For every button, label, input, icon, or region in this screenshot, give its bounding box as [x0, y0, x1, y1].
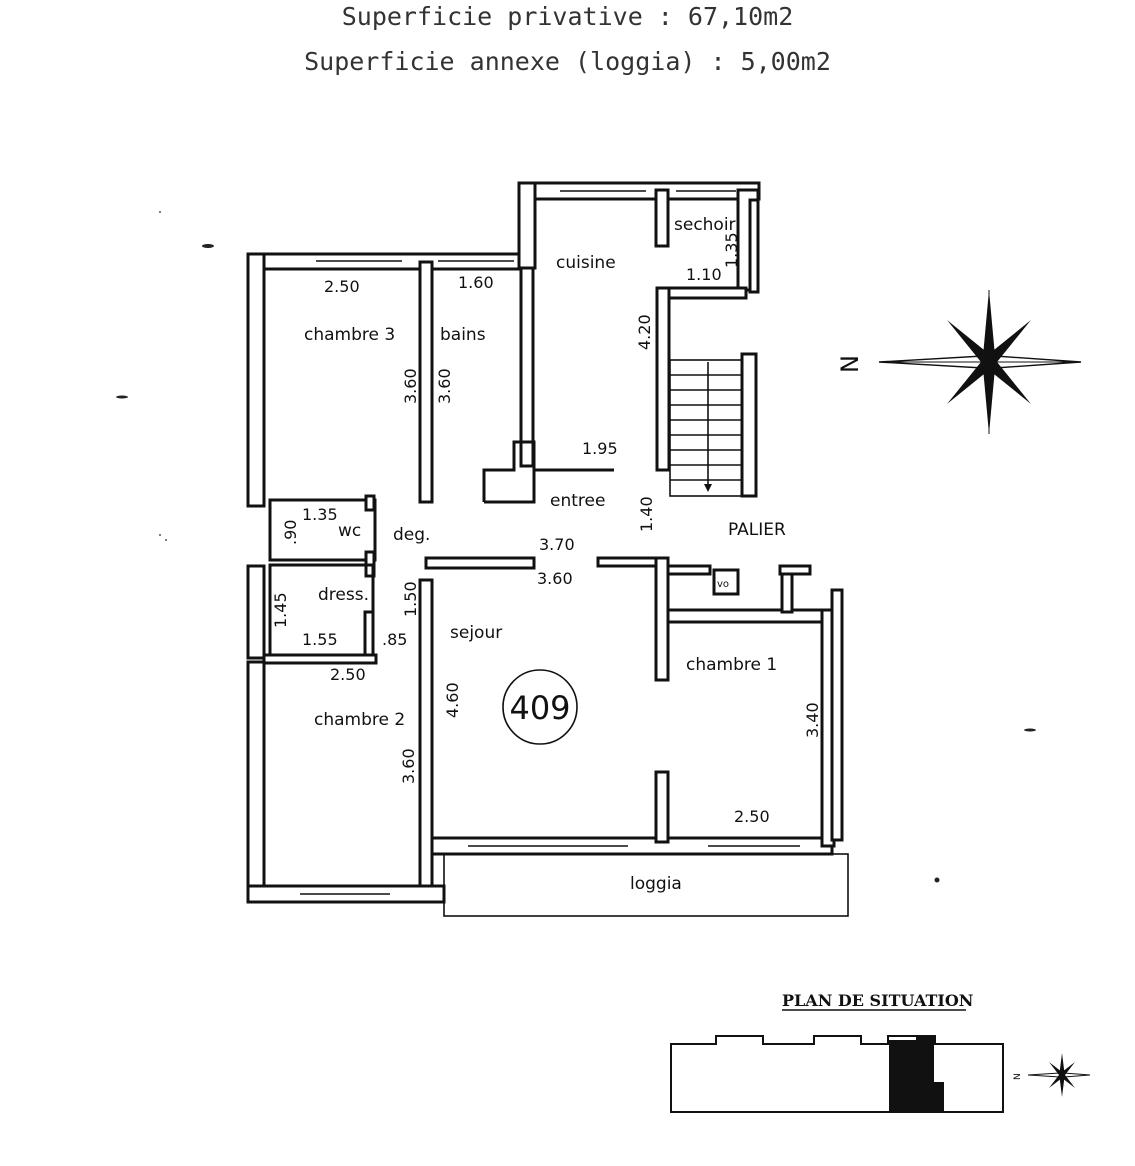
compass-north-label: N: [836, 355, 864, 373]
dim-ch3-length: 3.60: [401, 368, 420, 404]
lot-number-circle: [502, 669, 578, 745]
dim-dress-width: 1.55: [302, 630, 338, 649]
lot-number: 409: [509, 689, 570, 727]
dim-ch1-length: 3.40: [803, 702, 822, 738]
room-chambre-1: chambre 1: [686, 655, 777, 675]
scan-specks: [116, 211, 1036, 883]
dim-cuisine-length: 4.20: [635, 314, 654, 350]
surface-annexe: Superficie annexe (loggia) : 5,00m2: [304, 47, 831, 76]
dim-hall-width: 3.70: [539, 535, 575, 554]
loggia-outline: [443, 853, 849, 917]
dim-dress-door: .85: [382, 630, 407, 649]
situation-title: PLAN DE SITUATION: [782, 991, 973, 1010]
dim-ch3-width: 2.50: [324, 277, 360, 296]
room-cuisine: cuisine: [556, 253, 616, 273]
dim-entree-width: 1.95: [582, 439, 618, 458]
situation-compass-icon: [1027, 1053, 1091, 1097]
dim-bains-length: 3.60: [435, 368, 454, 404]
room-deg: deg.: [393, 525, 430, 545]
dim-bains-width: 1.60: [458, 273, 494, 292]
room-dress: dress.: [318, 585, 369, 605]
dim-deg-length: 1.50: [401, 581, 420, 617]
room-chambre-3: chambre 3: [304, 325, 395, 345]
dim-wc-height: .90: [281, 520, 300, 545]
vo-duct-label: vo: [717, 579, 729, 590]
surface-privative: Superficie privative : 67,10m2: [341, 2, 794, 31]
room-sechoir: sechoir: [674, 215, 736, 235]
room-sejour: sejour: [450, 623, 502, 643]
dim-dress-height: 1.45: [271, 592, 290, 628]
room-bains: bains: [440, 325, 486, 345]
compass-rose-icon: [878, 290, 1082, 434]
dim-sechoir-height: 1.35: [722, 232, 741, 268]
situation-north-label: N: [1013, 1073, 1023, 1080]
dim-ch2-length: 3.60: [399, 748, 418, 784]
dim-sejour-length: 4.60: [443, 682, 462, 718]
room-chambre-2: chambre 2: [314, 710, 405, 730]
room-wc: wc: [338, 521, 361, 541]
dim-sejour-width: 3.60: [537, 569, 573, 588]
staircase: [669, 352, 758, 498]
room-entree: entree: [550, 491, 605, 511]
walls: [246, 181, 844, 904]
situation-map: [670, 1035, 1004, 1113]
dim-sechoir-width: 1.10: [686, 265, 722, 284]
room-loggia: loggia: [630, 874, 682, 894]
dim-entree-depth: 1.40: [637, 496, 656, 532]
dim-ch2-width: 2.50: [330, 665, 366, 684]
room-palier: PALIER: [728, 520, 786, 540]
dim-ch1-width: 2.50: [734, 807, 770, 826]
dim-wc-width: 1.35: [302, 505, 338, 524]
